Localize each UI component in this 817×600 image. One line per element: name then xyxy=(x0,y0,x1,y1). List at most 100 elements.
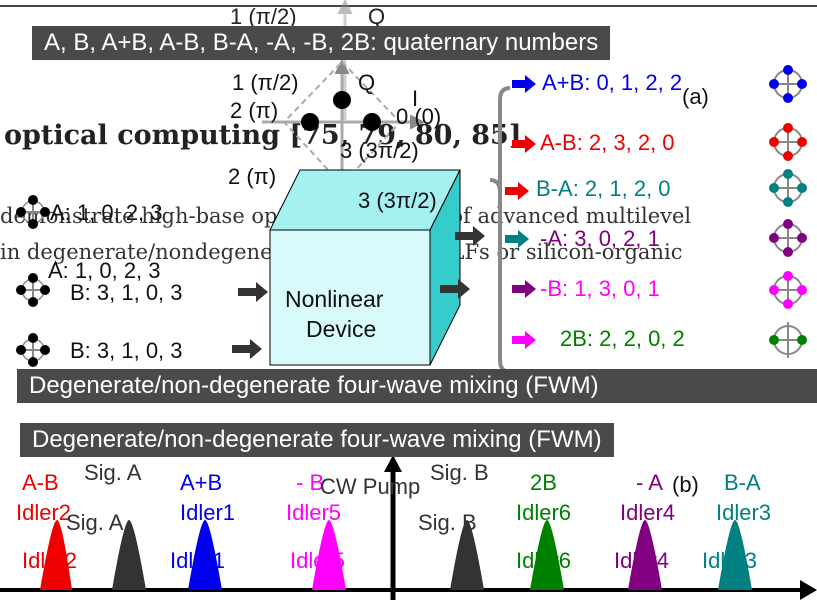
output-2b-values: 2, 2, 0, 2 xyxy=(599,326,685,351)
nonlinear-device-cube xyxy=(269,169,461,366)
frequency-axis-arrowhead xyxy=(800,580,817,600)
input-a-label: A: 1, 0, 2, 3 xyxy=(50,200,163,225)
input-arrows xyxy=(232,282,268,359)
peak-idler4 xyxy=(628,520,662,590)
peak-idler2 xyxy=(40,520,72,590)
label-idler1-lower: Idler1 xyxy=(170,548,226,573)
label-idler3-lower: Idler3 xyxy=(702,548,758,573)
output-b-minus-a: B-A: 2, 1, 2, 0 xyxy=(536,176,671,202)
output-minus-b-name: -B xyxy=(540,276,562,301)
peak-sig-a xyxy=(112,520,146,590)
output-bracket xyxy=(489,86,511,374)
label-idler5-lower: Idler5 xyxy=(290,548,346,573)
constellation-label-pi2: 1 (π/2) xyxy=(232,70,299,95)
output-2b-name: 2B xyxy=(560,326,587,351)
label-idler5: Idler5 xyxy=(286,500,342,525)
row-a-plus-b xyxy=(512,65,807,103)
constellation-label-3pi2: 3 (3π/2) xyxy=(358,188,437,213)
input-a-ghost-label: A: 1, 0, 2, 3 xyxy=(48,258,161,283)
output-a-minus-b-values: 2, 3, 2, 0 xyxy=(588,130,675,155)
q-axis-label-ghost: Q xyxy=(368,4,386,29)
constellation-label-top-ghost: 1 (π/2) xyxy=(230,4,297,29)
section-heading: optical computing [75, 79, 80, 85] xyxy=(4,120,522,151)
fwm-banner-lower: Degenerate/non-degenerate four-wave mixi… xyxy=(20,423,614,457)
cube-output-arrows xyxy=(440,226,485,299)
i-axis-label: I xyxy=(412,86,419,111)
input-b2-constellation xyxy=(16,333,50,367)
output-2b-sep: : xyxy=(586,326,600,351)
row-minus-a xyxy=(505,219,807,257)
constellation-label-3pi2-ghost: 3 (3π/2) xyxy=(340,138,419,163)
output-minus-b-sep: : xyxy=(562,276,575,301)
output-minus-a-values: 3, 0, 2, 1 xyxy=(574,226,660,251)
label-idler1: Idler1 xyxy=(180,500,236,525)
output-a-plus-b-sep: : xyxy=(584,70,597,95)
constellation-label-0: 0 (0) xyxy=(396,104,442,129)
input-constellations xyxy=(16,195,50,367)
peak-idler3 xyxy=(718,520,752,590)
output-a-minus-b-sep: : xyxy=(576,130,589,155)
label-a-minus-b: A-B xyxy=(22,470,59,495)
label-cw-pump: CW Pump xyxy=(320,474,421,499)
output-minus-b: -B: 1, 3, 0, 1 xyxy=(540,276,660,302)
output-a-plus-b-name: A+B xyxy=(542,70,585,95)
label-idler2: Idler2 xyxy=(16,500,72,525)
label-minus-a: - A xyxy=(636,470,663,495)
label-b-minus-a: B-A xyxy=(724,470,761,495)
label-idler4: Idler4 xyxy=(620,500,676,525)
point-1 xyxy=(333,91,351,109)
input-a-constellation xyxy=(16,195,50,229)
row-2b xyxy=(512,322,807,358)
label-2b: 2B xyxy=(530,470,557,495)
output-b-minus-a-name: B-A xyxy=(536,176,573,201)
label-idler6-lower: Idler6 xyxy=(516,548,572,573)
fwm-banner-middle: Degenerate/non-degenerate four-wave mixi… xyxy=(17,369,817,403)
device-label-line2: Device xyxy=(306,316,377,342)
point-0 xyxy=(363,113,381,131)
output-minus-a: -A: 3, 0, 2, 1 xyxy=(540,226,660,252)
output-minus-a-sep: : xyxy=(562,226,575,251)
label-idler4-lower: Idler4 xyxy=(614,548,670,573)
label-idler2-lower: Idler2 xyxy=(22,548,78,573)
spectrum xyxy=(0,455,817,600)
label-sig-a-ghost: Sig. A xyxy=(66,510,124,535)
panel-b-label: (b) xyxy=(672,472,699,497)
cw-pump-arrowhead xyxy=(384,455,402,472)
label-sig-b-ghost: Sig. B xyxy=(418,510,477,535)
peak-idler6 xyxy=(530,520,564,590)
output-minus-a-name: -A xyxy=(540,226,562,251)
label-a-plus-b: A+B xyxy=(180,470,223,495)
label-sig-a: Sig. A xyxy=(84,460,142,485)
top-banner: A, B, A+B, A-B, B-A, -A, -B, 2B: quatern… xyxy=(32,26,611,60)
constellation-label-pi-2: 2 (π) xyxy=(228,164,277,189)
output-a-plus-b-values: 0, 1, 2, 2 xyxy=(596,70,683,95)
q-axis-label: Q xyxy=(358,70,376,95)
panel-a-label: (a) xyxy=(682,84,709,109)
input-b-label: B: 3, 1, 0, 3 xyxy=(70,280,183,305)
output-a-minus-b-name: A-B xyxy=(540,130,577,155)
output-2b: 2B: 2, 2, 0, 2 xyxy=(560,326,685,352)
label-sig-b: Sig. B xyxy=(430,460,489,485)
point-2 xyxy=(301,113,319,131)
output-b-minus-a-sep: : xyxy=(572,176,585,201)
input-b-constellation xyxy=(16,273,50,307)
label-minus-b: - B xyxy=(296,470,325,495)
label-idler6: Idler6 xyxy=(516,500,572,525)
device-label-line1: Nonlinear xyxy=(285,286,384,312)
input-b-ghost-label: B: 3, 1, 0, 3 xyxy=(70,338,183,363)
row-minus-b xyxy=(512,271,807,309)
output-b-minus-a-values: 2, 1, 2, 0 xyxy=(584,176,671,201)
output-a-minus-b: A-B: 2, 3, 2, 0 xyxy=(540,130,675,156)
peak-idler5 xyxy=(312,520,346,590)
peak-sig-b xyxy=(450,520,484,590)
row-a-minus-b xyxy=(512,123,807,161)
output-minus-b-values: 1, 3, 0, 1 xyxy=(574,276,660,301)
label-idler3: Idler3 xyxy=(716,500,772,525)
output-a-plus-b: A+B: 0, 1, 2, 2 xyxy=(542,70,682,96)
row-b-minus-a xyxy=(505,169,807,207)
output-rows xyxy=(505,65,807,403)
constellation-diamond xyxy=(282,60,402,187)
constellation-label-pi: 2 (π) xyxy=(230,98,279,123)
peak-idler1 xyxy=(188,520,222,590)
